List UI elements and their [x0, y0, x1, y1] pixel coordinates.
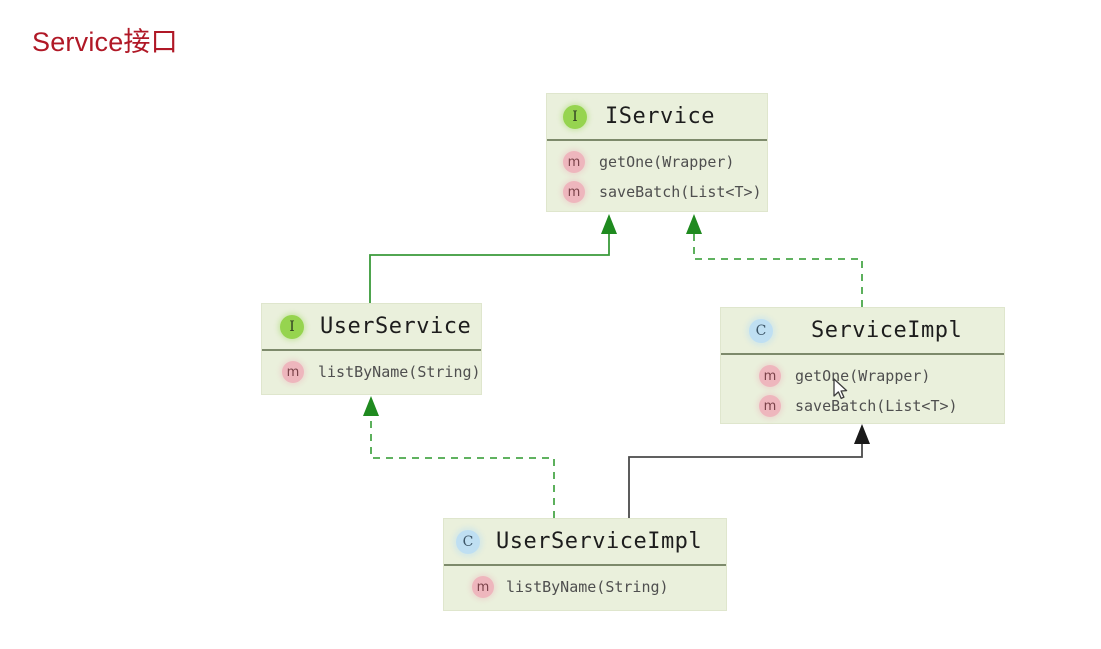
edge-serviceimpl-implements-iservice	[686, 214, 863, 307]
member-row[interactable]: m listByName(String)	[282, 357, 481, 387]
method-icon: m	[282, 361, 304, 383]
class-node-header: I UserService	[262, 304, 481, 351]
edge-userservice-extends-iservice	[369, 214, 617, 303]
class-icon: C	[456, 529, 480, 554]
method-icon: m	[563, 151, 585, 173]
class-node-header: C UserServiceImpl	[444, 519, 726, 566]
method-signature: saveBatch(List<T>)	[599, 183, 762, 201]
class-name: UserServiceImpl	[496, 529, 703, 554]
edge-userserviceimpl-extends-serviceimpl	[628, 424, 870, 518]
method-icon: m	[563, 181, 585, 203]
method-signature: getOne(Wrapper)	[795, 367, 931, 385]
method-signature: listByName(String)	[506, 578, 669, 596]
class-node-userservice[interactable]: I UserService m listByName(String)	[261, 303, 482, 395]
class-icon: C	[749, 318, 773, 343]
class-node-header: C ServiceImpl	[721, 308, 1004, 355]
interface-icon: I	[563, 104, 587, 129]
class-node-members: m listByName(String)	[444, 566, 726, 610]
class-name: UserService	[320, 314, 472, 339]
member-row[interactable]: m listByName(String)	[472, 572, 726, 602]
member-row[interactable]: m getOne(Wrapper)	[563, 147, 767, 177]
member-row[interactable]: m saveBatch(List<T>)	[563, 177, 767, 207]
interface-icon: I	[280, 314, 304, 339]
method-icon: m	[759, 395, 781, 417]
class-node-members: m listByName(String)	[262, 351, 481, 395]
method-signature: saveBatch(List<T>)	[795, 397, 958, 415]
class-name: IService	[605, 104, 715, 129]
class-node-members: m getOne(Wrapper) m saveBatch(List<T>)	[547, 141, 767, 215]
class-name: ServiceImpl	[811, 318, 963, 343]
class-node-userserviceimpl[interactable]: C UserServiceImpl m listByName(String)	[443, 518, 727, 611]
method-icon: m	[472, 576, 494, 598]
method-icon: m	[759, 365, 781, 387]
member-row[interactable]: m getOne(Wrapper)	[759, 361, 1004, 391]
class-node-header: I IService	[547, 94, 767, 141]
member-row[interactable]: m saveBatch(List<T>)	[759, 391, 1004, 421]
page-title: Service接口	[32, 27, 178, 57]
method-signature: listByName(String)	[318, 363, 481, 381]
method-signature: getOne(Wrapper)	[599, 153, 735, 171]
class-node-serviceimpl[interactable]: C ServiceImpl m getOne(Wrapper) m saveBa…	[720, 307, 1005, 424]
edge-userserviceimpl-implements-userservice	[363, 396, 555, 518]
class-node-members: m getOne(Wrapper) m saveBatch(List<T>)	[721, 355, 1004, 429]
class-node-iservice[interactable]: I IService m getOne(Wrapper) m saveBatch…	[546, 93, 768, 212]
